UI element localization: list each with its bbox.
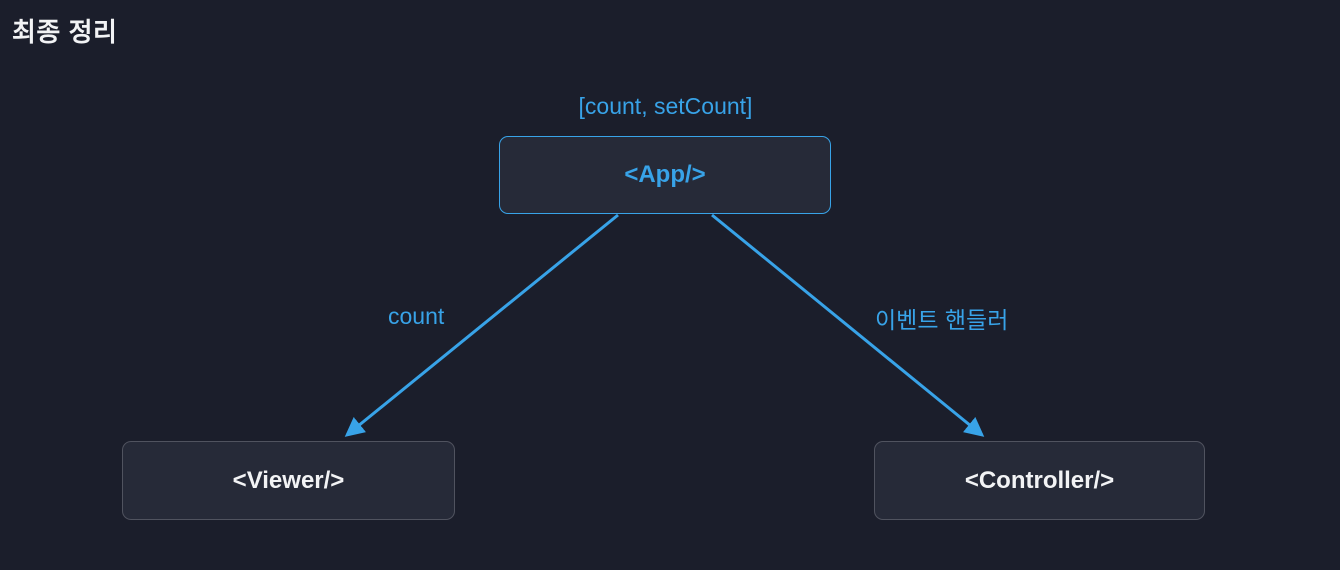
node-controller-label: <Controller/>: [964, 466, 1115, 494]
app-state-label: [count, setCount]: [578, 93, 753, 119]
page-title: 최종 정리: [12, 17, 118, 47]
node-app: <App/>: [499, 136, 831, 214]
node-viewer: <Viewer/>: [122, 441, 455, 520]
edge-label-event-handler: 이벤트 핸들러: [875, 307, 1009, 333]
edge-label-count: count: [388, 303, 445, 329]
node-controller: <Controller/>: [874, 441, 1205, 520]
node-app-label: <App/>: [624, 161, 706, 188]
node-viewer-label: <Viewer/>: [232, 466, 345, 494]
